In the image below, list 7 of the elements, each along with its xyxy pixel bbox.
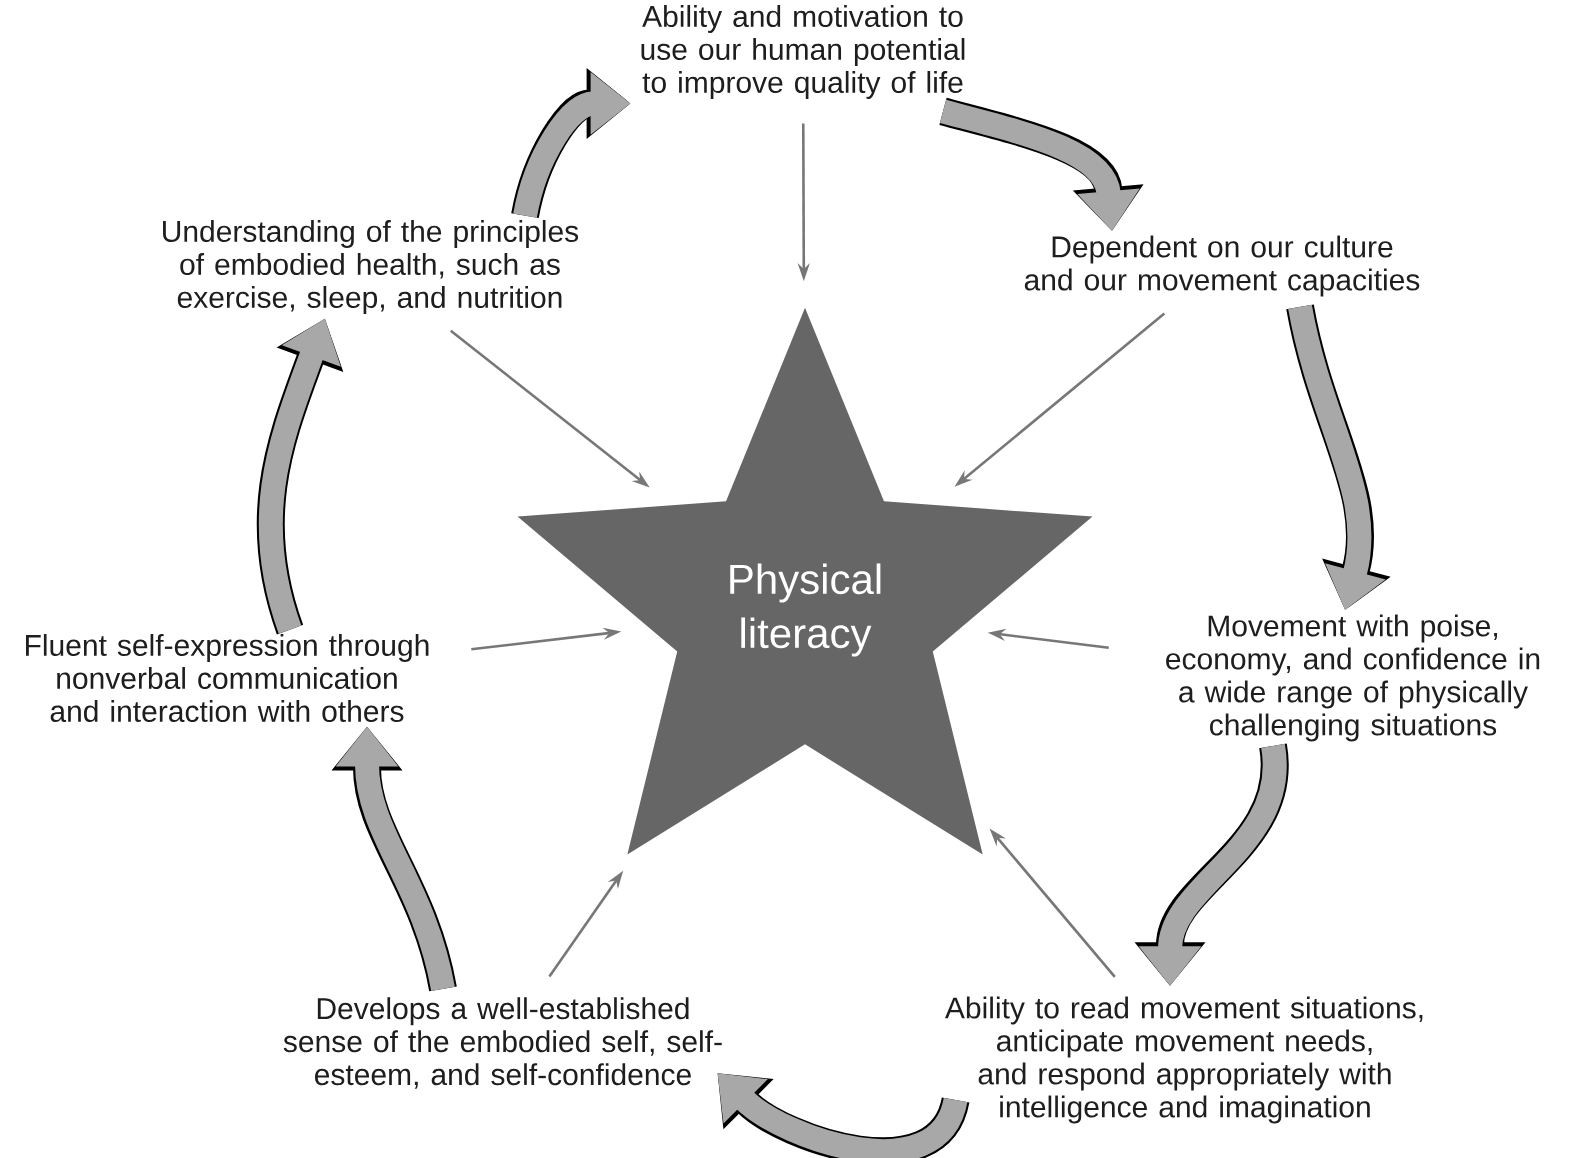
text-label: Dependent on our culture and our movement capacities [1024,235,1420,297]
text-label: Movement with poise, economy, and confidence in a wide range of physically challenging situations [1166,614,1540,742]
text-label: Ability to read movement situations, anticipate movement needs, and respond appropriately with intelligence and imagination [944,996,1423,1124]
text-label: Develops a well-established sense of the embodied self, self-esteem, and self-confidence [283,997,722,1089]
star: Physical literacy [517,307,1093,855]
text-label: Fluent self-expression through nonverbal communication and interaction with others [26,634,429,722]
text-label: Ability and motivation to use our human potential to improve quality of life [641,5,965,99]
